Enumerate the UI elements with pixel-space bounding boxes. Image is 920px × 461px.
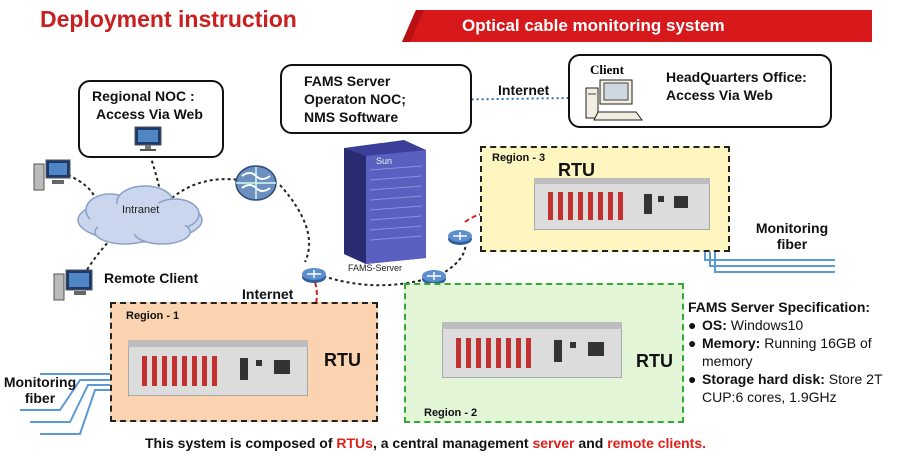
server-label: FAMS-Server xyxy=(348,263,403,273)
remote-client-computer-icon xyxy=(53,269,93,301)
regional-noc-callout: Regional NOC : Access Via Web xyxy=(78,80,224,158)
monitoring-fiber-label-right: Monitoring fiber xyxy=(752,220,832,252)
footer-part2: , a central management xyxy=(372,435,533,451)
server-brand: Sun xyxy=(376,156,392,166)
headquarters-callout: Client HeadQuarters Office: Access Via W… xyxy=(568,54,832,128)
footer-part1: This system is composed of xyxy=(145,435,337,451)
spec-cpu-value: CUP:6 cores, 1.9GHz xyxy=(702,389,837,405)
spec-os-value: Windows10 xyxy=(726,317,804,333)
spec-disk-label: Storage hard disk: xyxy=(702,371,825,387)
desktop-computer-icon xyxy=(585,79,643,121)
spec-disk-value: Store 2T xyxy=(824,371,883,387)
regional-noc-line1: Regional NOC : xyxy=(92,88,195,104)
rtu-device-icon xyxy=(128,340,308,396)
internet-label-bottom: Internet xyxy=(242,286,294,302)
rtu-label: RTU xyxy=(558,160,595,180)
fams-line1: FAMS Server xyxy=(304,73,391,89)
globe-icon xyxy=(235,165,277,201)
fams-server-icon: Sun xyxy=(344,140,426,264)
banner-text: Optical cable monitoring system xyxy=(462,16,725,35)
spec-os-label: OS: xyxy=(702,317,727,333)
router-icon xyxy=(448,230,472,245)
hq-line2: Access Via Web xyxy=(666,87,773,103)
rtu-device-icon xyxy=(442,322,622,378)
footer-server: server xyxy=(532,435,575,451)
intranet-label: Intranet xyxy=(122,204,160,216)
footer-part3: and xyxy=(574,435,608,451)
monitoring-fiber-right-line2: fiber xyxy=(776,236,808,252)
footer-rtus: RTUs xyxy=(336,435,373,451)
region-3-label: Region - 3 xyxy=(492,152,546,164)
client-label: Client xyxy=(590,62,624,77)
spec-heading: FAMS Server Specification: xyxy=(688,299,871,315)
router-icon xyxy=(302,268,326,283)
router-icon xyxy=(422,270,446,285)
spec-memory-label: Memory: xyxy=(702,335,761,351)
title-banner xyxy=(402,10,872,42)
spec-memory-value: Running 16GB of xyxy=(760,335,872,351)
rtu-label: RTU xyxy=(324,350,361,370)
page-title: Deployment instruction xyxy=(40,6,297,32)
regional-noc-line2: Access Via Web xyxy=(96,106,203,122)
intranet-cloud-icon xyxy=(77,185,203,245)
hq-line1: HeadQuarters Office: xyxy=(666,69,807,85)
fams-server-callout: FAMS Server Operaton NOC; NMS Software xyxy=(280,64,472,134)
region-1-label: Region - 1 xyxy=(126,310,180,322)
fams-line3: NMS Software xyxy=(304,109,399,125)
region-2-label: Region - 2 xyxy=(424,407,478,419)
internet-label-top: Internet xyxy=(498,82,550,98)
monitoring-fiber-left-line1: Monitoring xyxy=(3,374,77,390)
monitoring-fiber-left-line2: fiber xyxy=(24,390,56,406)
monitoring-fiber-right-line1: Monitoring xyxy=(755,220,829,236)
footer-clients: remote clients. xyxy=(607,435,707,451)
fams-line2: Operaton NOC; xyxy=(304,91,406,107)
remote-client-label: Remote Client xyxy=(104,270,199,286)
rtu-device-icon xyxy=(534,178,710,230)
desktop-computer-icon xyxy=(33,159,71,191)
footer-caption: This system is composed of RTUs, a centr… xyxy=(145,435,706,451)
monitor-icon xyxy=(134,126,162,151)
monitoring-fiber-label-left: Monitoring fiber xyxy=(0,374,80,406)
rtu-label: RTU xyxy=(636,351,673,371)
server-specification: FAMS Server Specification: ●OS: Windows1… xyxy=(688,298,918,406)
spec-memory-value-cont: memory xyxy=(702,353,753,369)
